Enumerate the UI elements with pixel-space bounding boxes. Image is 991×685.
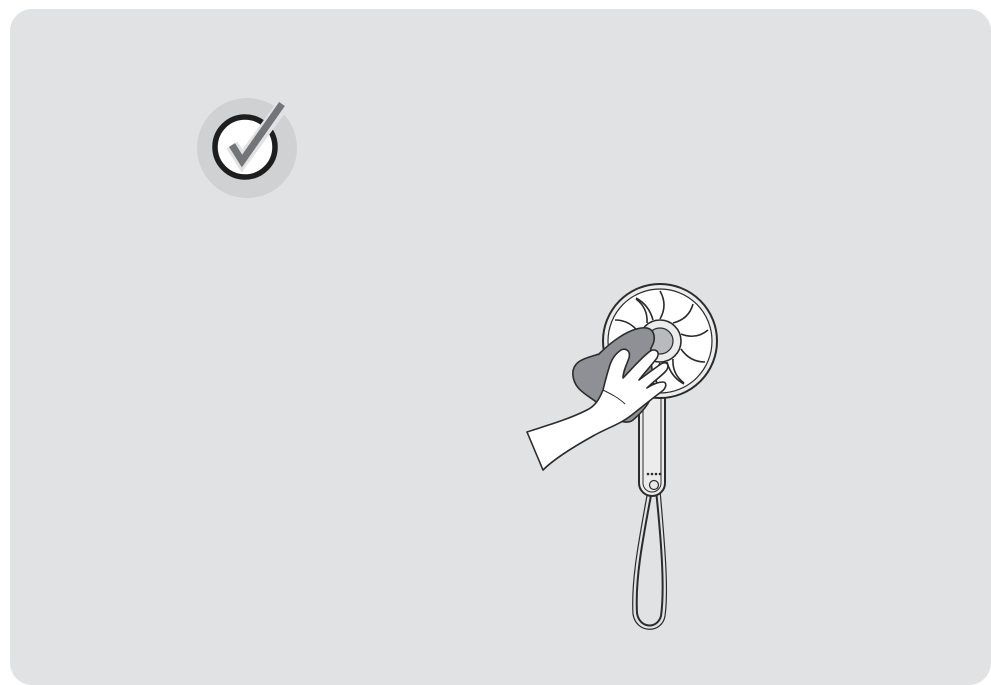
checkmark-circle-icon [196, 98, 298, 200]
hand-wiping-fan-illustration [515, 278, 730, 633]
instruction-panel [10, 9, 991, 685]
